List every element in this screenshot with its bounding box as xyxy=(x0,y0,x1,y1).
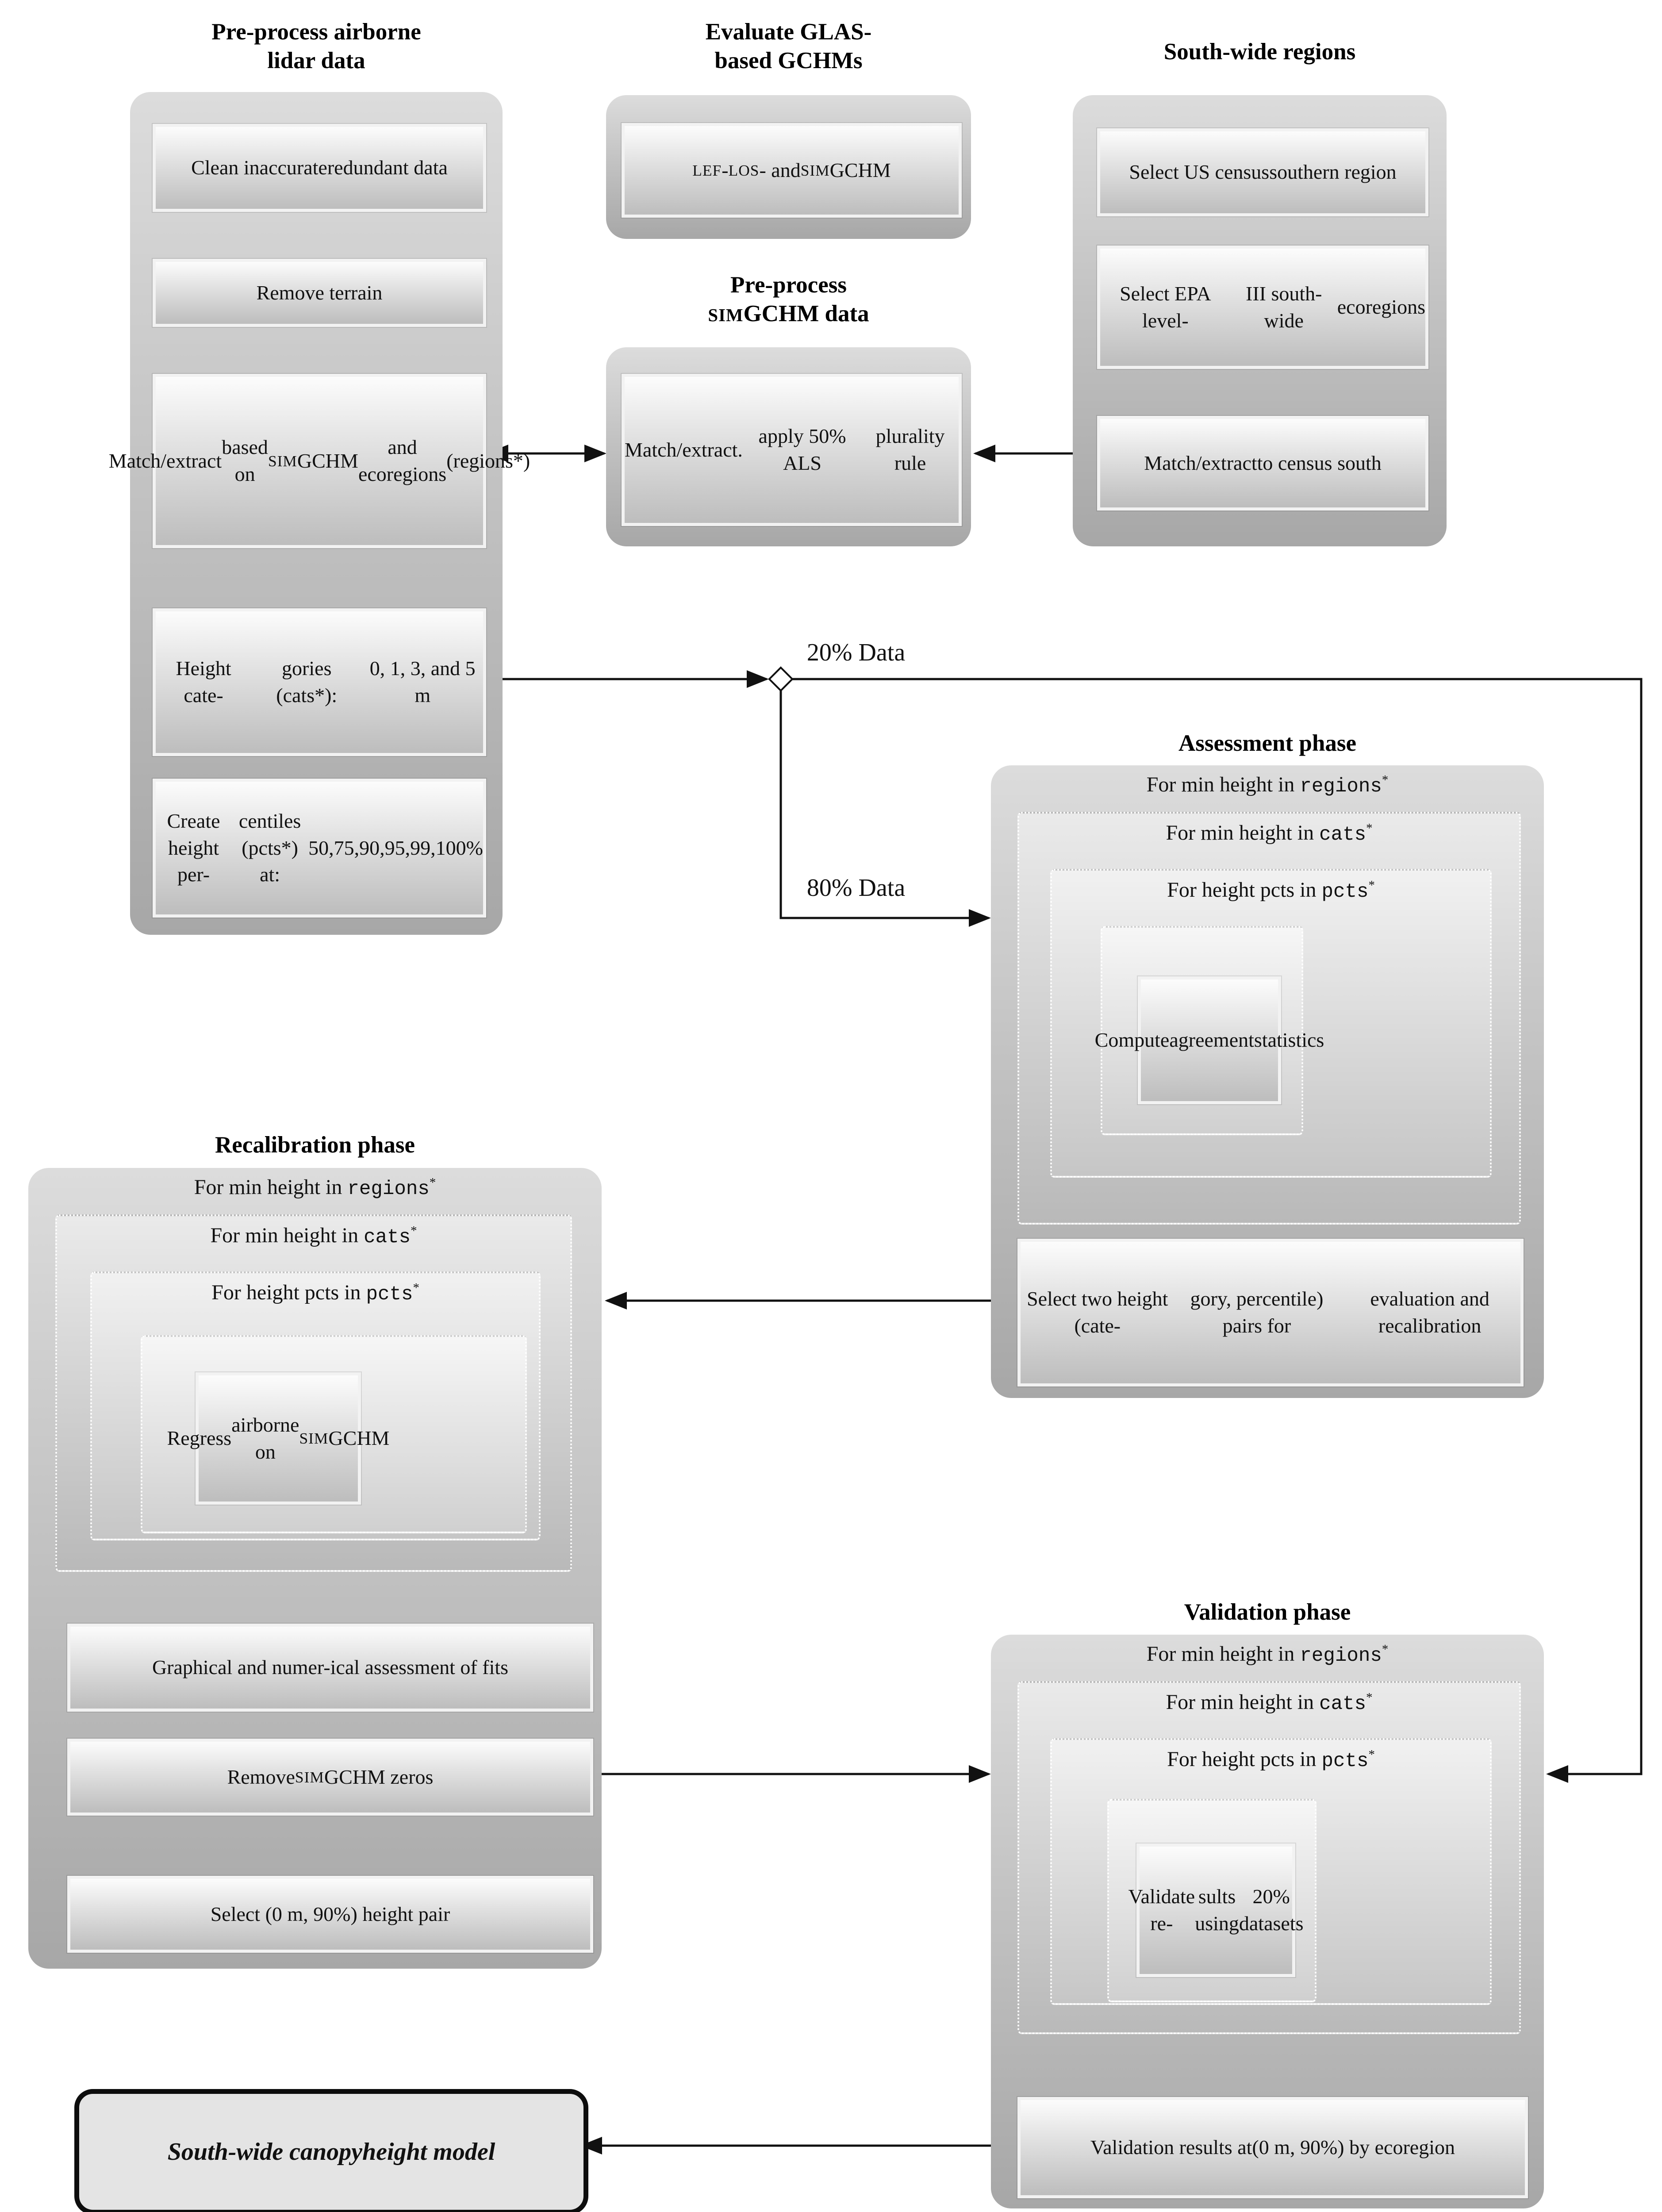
step-validation-results-ecoregion: Validation results at(0 m, 90%) by ecore… xyxy=(1017,2097,1528,2198)
loop-validation-pcts: For height pcts in pcts* Validate re-sul… xyxy=(1050,1738,1492,2005)
loop-header-assessment-regions: For min height in regions* xyxy=(1146,773,1389,798)
loop-header-validation-regions: For min height in regions* xyxy=(1146,1642,1389,1667)
loop-header-validation-pcts: For height pcts in pcts* xyxy=(1167,1747,1375,1772)
step-select-two-pairs: Select two height (cate-gory, percentile… xyxy=(1017,1239,1524,1386)
section-title-southwide-regions: South-wide regions xyxy=(1163,39,1356,65)
loop-assessment-cats: For min height in cats* For height pcts … xyxy=(1017,812,1521,1225)
step-remove-terrain: Remove terrain xyxy=(153,259,486,327)
edge-label-80pct: 80% Data xyxy=(806,874,906,902)
loop-header-assessment-pcts: For height pcts in pcts* xyxy=(1167,878,1375,903)
section-title-recalibration: Recalibration phase xyxy=(215,1132,415,1158)
step-height-percentiles: Create height per-centiles (pcts*) at:50… xyxy=(153,779,486,918)
group-recalibration: For min height in regions* For min heigh… xyxy=(28,1168,602,1969)
section-title-evaluate-glas: Evaluate GLAS-based GCHMs xyxy=(705,19,872,73)
edge-label-20pct: 20% Data xyxy=(806,639,906,666)
step-remove-zeros: Remove simGCHM zeros xyxy=(67,1739,593,1816)
step-graphical-assessment: Graphical and numer-ical assessment of f… xyxy=(67,1624,593,1712)
step-lef-los-simgchm: lef- los- andsimGCHM xyxy=(622,123,962,218)
step-height-categories: Height cate-gories (cats*):0, 1, 3, and … xyxy=(153,608,486,756)
loop-header-validation-cats: For min height in cats* xyxy=(1166,1690,1373,1715)
loop-header-recalibration-cats: For min height in cats* xyxy=(210,1224,417,1248)
section-title-preprocess-simgchm: Pre-processsimGCHM data xyxy=(708,272,869,326)
split-diamond xyxy=(768,666,794,692)
loop-header-recalibration-regions: For min height in regions* xyxy=(194,1175,436,1200)
loop-header-assessment-cats: For min height in cats* xyxy=(1166,821,1373,846)
loop-validation-cats: For min height in cats* For height pcts … xyxy=(1017,1681,1521,2034)
group-evaluate-glas: lef- los- andsimGCHM xyxy=(606,95,971,239)
group-assessment: For min height in regions* For min heigh… xyxy=(991,765,1544,1398)
group-validation: For min height in regions* For min heigh… xyxy=(991,1635,1544,2208)
loop-header-recalibration-pcts: For height pcts in pcts* xyxy=(211,1281,419,1306)
step-select-height-pair: Select (0 m, 90%) height pair xyxy=(67,1876,593,1953)
section-title-assessment: Assessment phase xyxy=(1178,730,1356,756)
section-title-validation: Validation phase xyxy=(1184,1599,1351,1625)
loop-recalibration-cats: For min height in cats* For height pcts … xyxy=(55,1214,572,1572)
